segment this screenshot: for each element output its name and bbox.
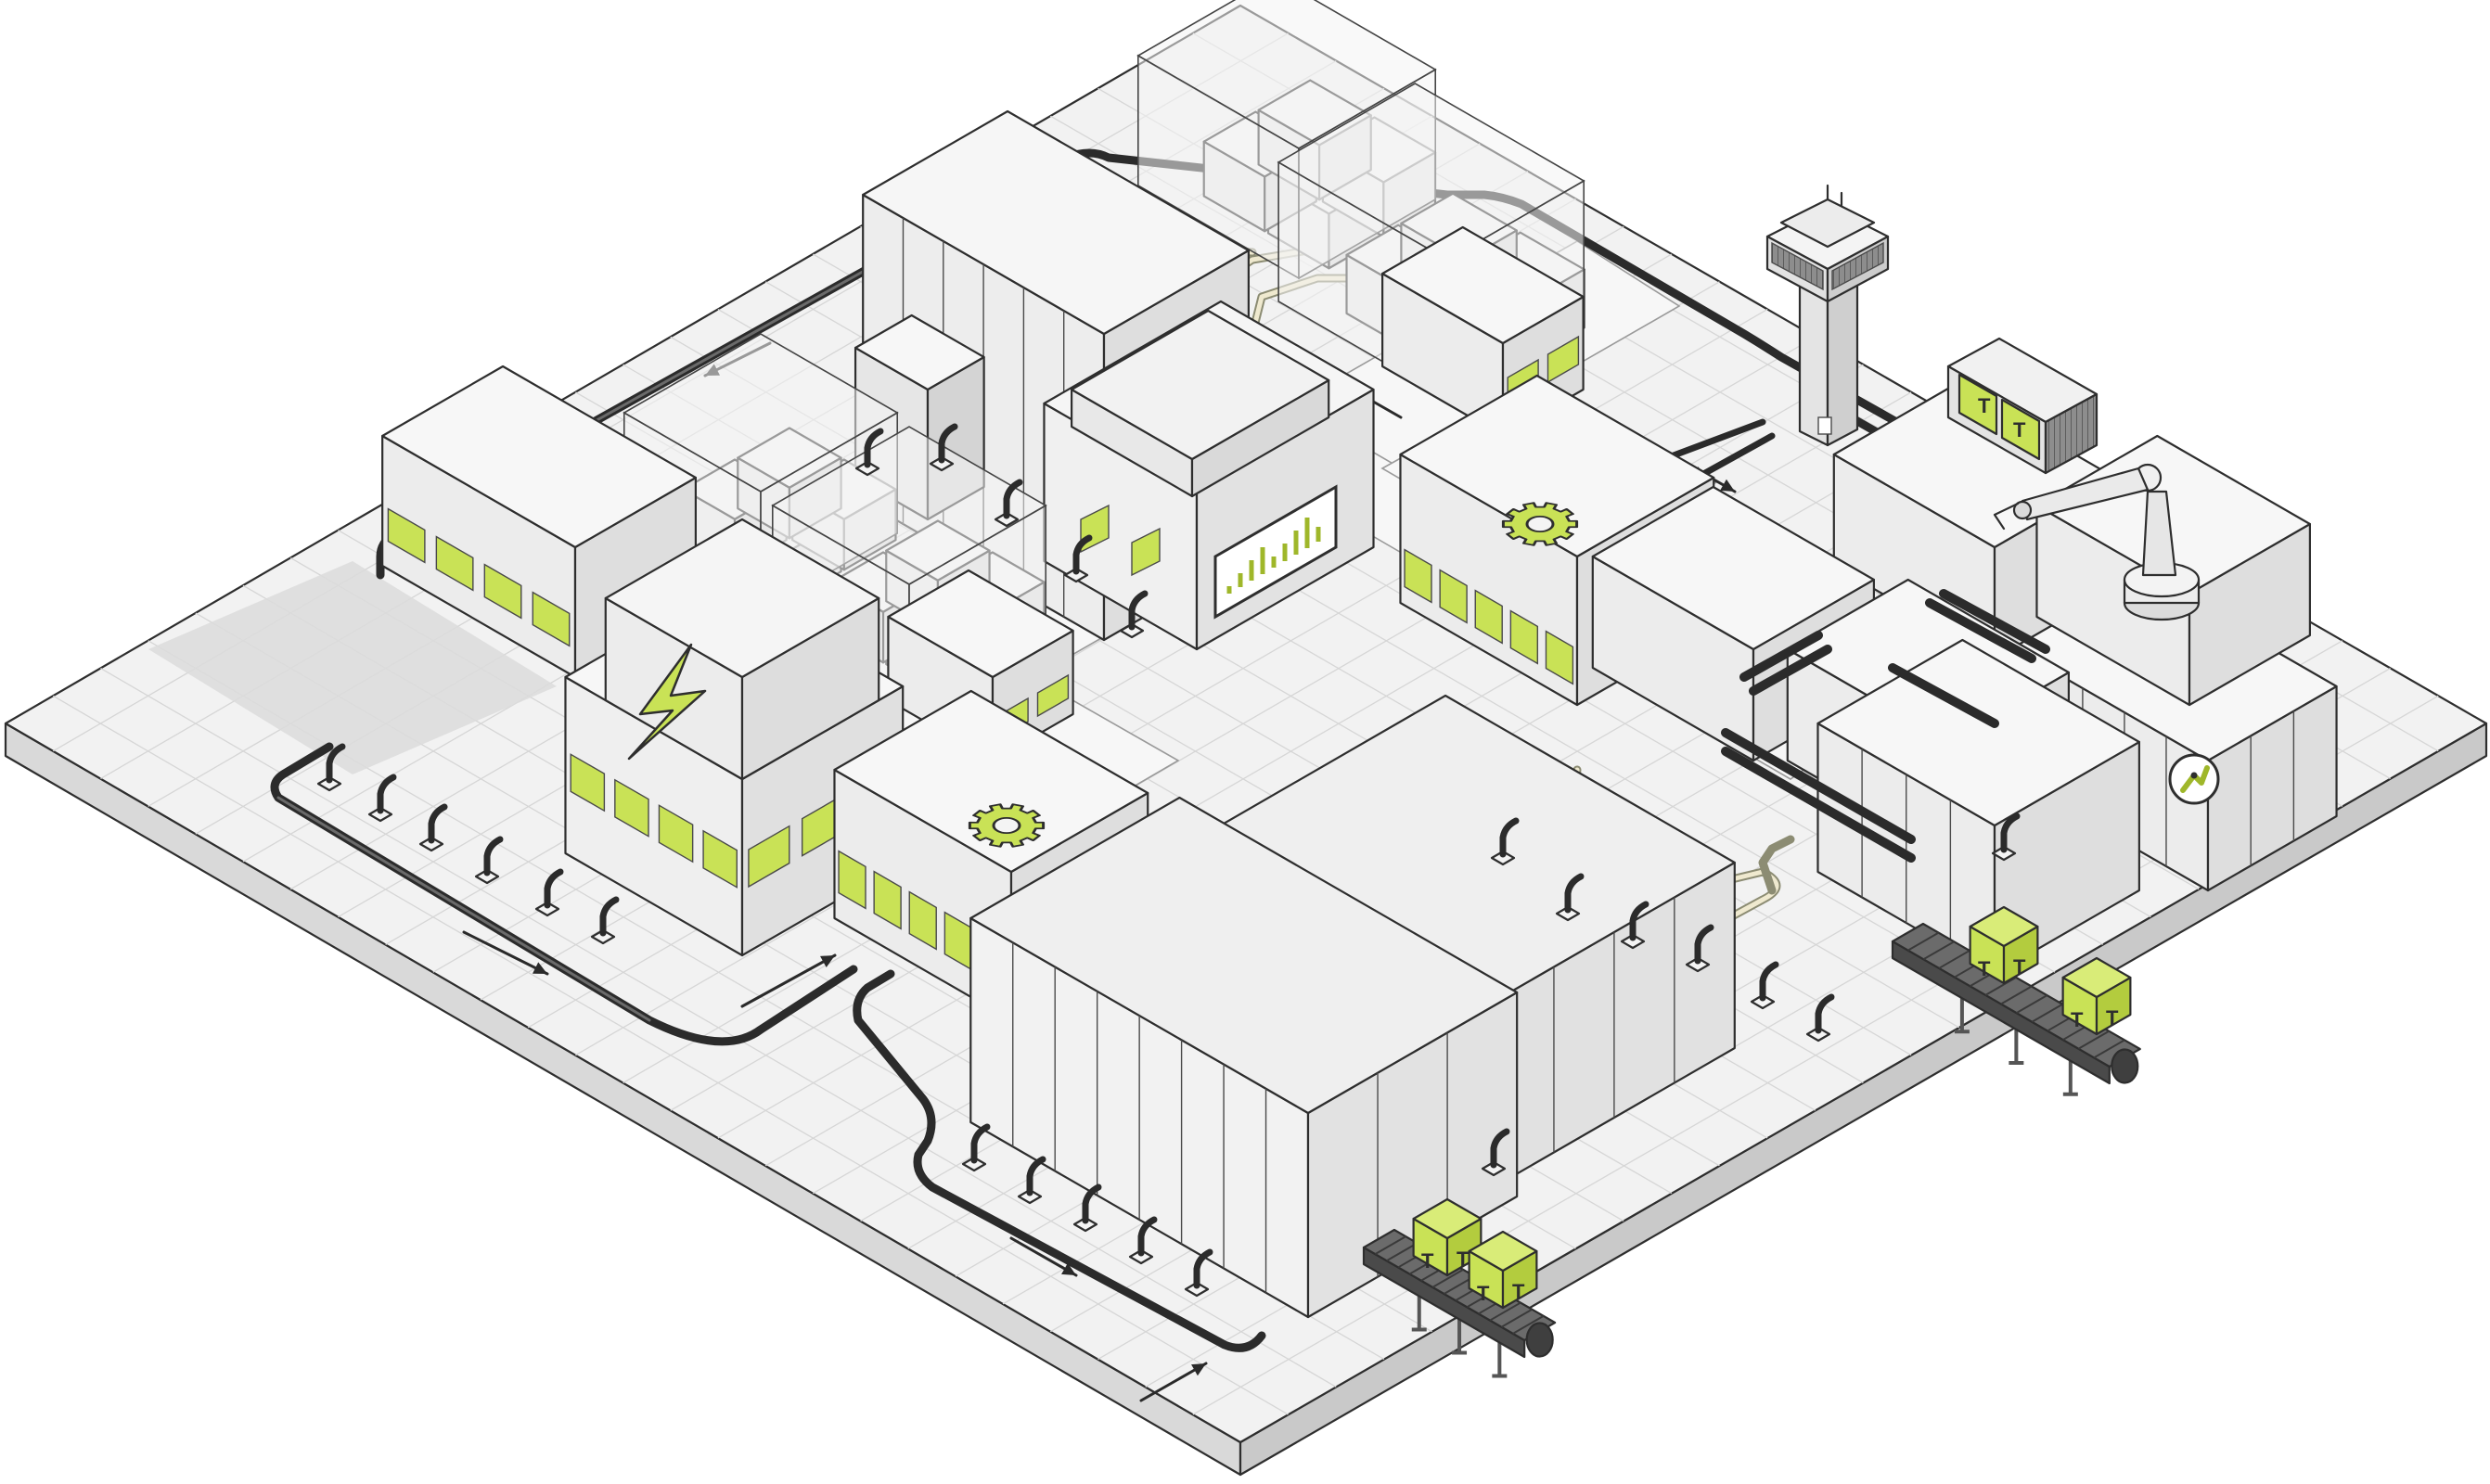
cable-stub — [1805, 993, 1835, 1043]
cable-stub — [367, 774, 397, 823]
cable-stub — [1481, 1128, 1510, 1177]
cable-stub — [1017, 1156, 1046, 1205]
cable-stub — [1184, 1248, 1213, 1298]
cable-stub — [1072, 1183, 1102, 1233]
cable-stub — [1490, 817, 1520, 866]
cable-stub — [854, 428, 884, 477]
cable-stub — [474, 836, 504, 885]
ground-shadow — [148, 561, 557, 774]
svg-text:T: T — [1421, 1249, 1434, 1273]
svg-text:T: T — [2013, 418, 2026, 441]
svg-text:T: T — [1978, 394, 1991, 417]
flow-arrow — [740, 953, 837, 1008]
energy-cabinet: T T — [1946, 337, 2099, 475]
assembly-dock — [1816, 638, 2140, 976]
cable-stub — [316, 743, 346, 792]
svg-text:T: T — [1477, 1282, 1490, 1305]
processing-roof — [1070, 309, 1330, 498]
conveyor-east — [1891, 922, 2141, 1096]
svg-text:T: T — [2013, 955, 2026, 979]
cable-stub — [1750, 961, 1779, 1010]
cable-stub — [1685, 924, 1714, 973]
cable-stub — [929, 423, 958, 472]
cable-stub — [994, 479, 1023, 528]
cable-stub — [1991, 812, 2021, 862]
cable-stub — [961, 1123, 991, 1172]
assembly-pod-east — [2035, 434, 2311, 707]
robot-arm — [1993, 463, 2201, 621]
pipeline-southwest — [270, 742, 858, 1046]
cable-stub — [1063, 534, 1093, 583]
pipeline-south — [853, 969, 1266, 1352]
flow-arrow — [1009, 1236, 1078, 1277]
cable-stub — [1128, 1216, 1158, 1265]
svg-text:T: T — [2106, 1006, 2119, 1030]
flow-arrow — [1139, 1362, 1208, 1402]
warehouse-south — [969, 796, 1519, 1319]
flow-arrow — [462, 930, 549, 976]
assembly-connectors — [1721, 589, 2050, 863]
conveyor-south — [1362, 1228, 1557, 1378]
gear-icon-south — [968, 803, 1046, 848]
svg-text:T: T — [1978, 957, 1991, 980]
cable-stub — [534, 868, 564, 917]
cable-stub — [590, 896, 620, 945]
cable-stub — [418, 803, 448, 852]
svg-text:T: T — [1457, 1247, 1470, 1271]
control-tower-icon — [1765, 184, 1890, 447]
cable-stub — [1555, 873, 1585, 922]
svg-text:T: T — [2071, 1008, 2084, 1031]
lightning-bolt-icon — [627, 643, 707, 761]
cable-stub — [1119, 590, 1149, 639]
power-building-roof — [604, 518, 880, 781]
robot-arm-icon — [2168, 753, 2220, 805]
gear-icon-north — [1501, 502, 1579, 546]
cable-stubs — [316, 423, 2021, 1298]
cable-stub — [1620, 901, 1649, 950]
buildings — [381, 0, 2338, 1319]
svg-text:T: T — [1512, 1280, 1525, 1303]
